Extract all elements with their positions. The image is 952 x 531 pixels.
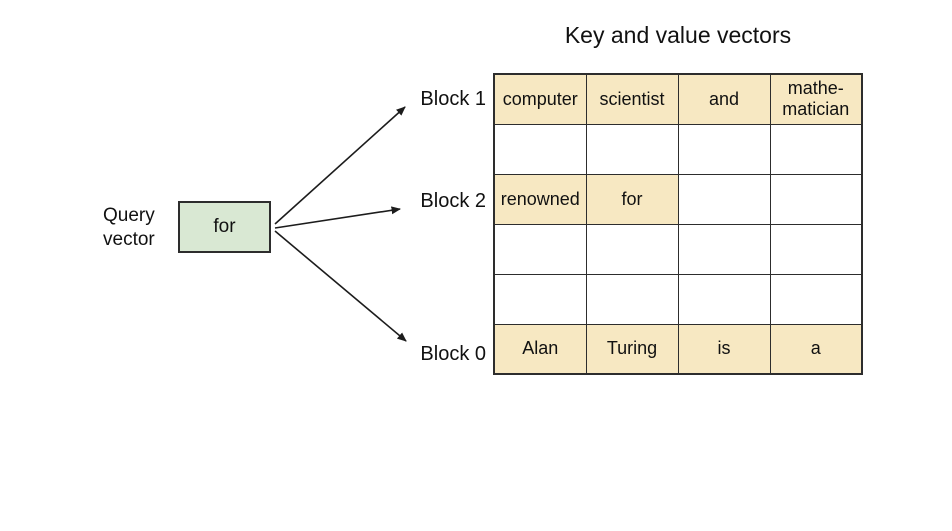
- key-value-table: computer scientist and mathe-matician re…: [493, 73, 863, 375]
- arrow-to-block-0: [274, 230, 407, 342]
- key-value-table-body: computer scientist and mathe-matician re…: [493, 73, 863, 375]
- table-cell: renowned: [493, 173, 587, 225]
- query-vector-label-line2: vector: [103, 229, 155, 250]
- table-cell: for: [585, 173, 679, 225]
- table-cell: is: [677, 323, 771, 375]
- table-cell: scientist: [585, 73, 679, 125]
- table-cell: [493, 223, 587, 275]
- block-1-label: Block 1: [420, 88, 486, 110]
- query-vector-label: Query vector: [103, 204, 155, 252]
- table-cell: [769, 223, 863, 275]
- table-cell: [493, 123, 587, 175]
- table-cell: [677, 123, 771, 175]
- block-0-label: Block 0: [420, 343, 486, 365]
- table-cell: [585, 123, 679, 175]
- diagram-title: Key and value vectors: [564, 22, 792, 48]
- table-cell: [493, 273, 587, 325]
- table-cell: Turing: [585, 323, 679, 375]
- table-cell: [585, 223, 679, 275]
- table-cell: mathe-matician: [769, 73, 863, 125]
- table-cell: [769, 273, 863, 325]
- query-vector-value: for: [213, 216, 236, 237]
- table-cell: computer: [493, 73, 587, 125]
- table-cell: Alan: [493, 323, 587, 375]
- table-row-empty: [493, 273, 863, 325]
- table-row-block2: renowned for: [493, 173, 863, 225]
- table-cell: [677, 223, 771, 275]
- table-row-empty: [493, 223, 863, 275]
- table-row-empty: [493, 123, 863, 175]
- table-cell: [677, 173, 771, 225]
- table-row-block0: Alan Turing is a: [493, 323, 863, 375]
- table-cell: and: [677, 73, 771, 125]
- query-vector-box: for: [178, 201, 271, 253]
- table-cell: [769, 123, 863, 175]
- table-cell: [769, 173, 863, 225]
- query-vector-label-line1: Query: [103, 205, 155, 226]
- table-row-block1: computer scientist and mathe-matician: [493, 73, 863, 125]
- table-cell: [585, 273, 679, 325]
- block-2-label: Block 2: [420, 190, 486, 212]
- table-cell: [677, 273, 771, 325]
- table-cell: a: [769, 323, 863, 375]
